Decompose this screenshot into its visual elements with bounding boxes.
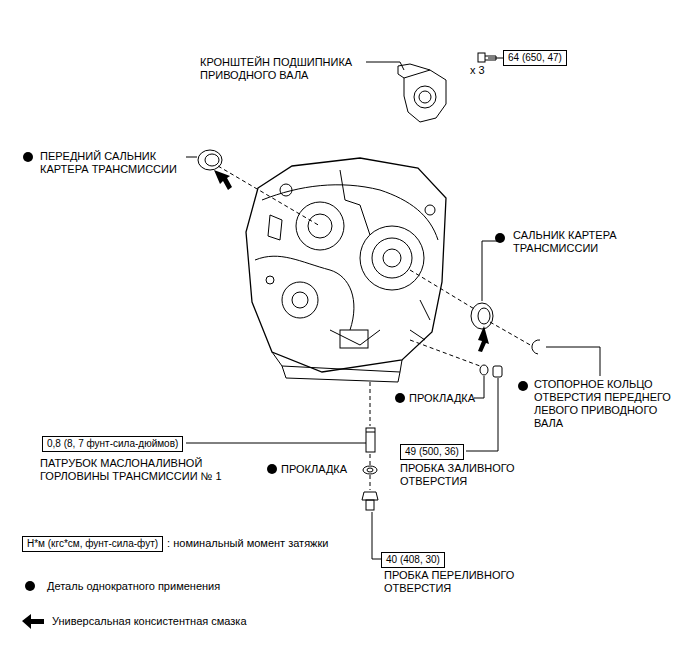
- legend-text: Универсальная консистентная смазка: [52, 615, 247, 628]
- part-name: ПРОБКА ПЕРЕЛИВНОГО ОТВЕРСТИЯ: [384, 569, 534, 595]
- part-name: ПАТРУБОК МАСЛОНАЛИВНОЙ ГОРЛОВИНЫ ТРАНСМИ…: [40, 457, 235, 483]
- torque-box: 40 (408, 30): [381, 552, 445, 568]
- part-name: ПРОКЛАДКА: [281, 463, 347, 476]
- part-name: КРОНШТЕЙН ПОДШИПНИКА ПРИВОДНОГО ВАЛА: [200, 56, 360, 82]
- torque-value: 49 (500, 36): [405, 446, 459, 457]
- torque-value: 0,8 (8, 7 фунт-сила-дюймов): [47, 438, 178, 449]
- legend-text: Деталь однократного применения: [47, 580, 220, 593]
- torque-box: 49 (500, 36): [400, 444, 464, 460]
- torque-box: 64 (650, 47): [503, 50, 567, 66]
- part-name: ПРОКЛАДКА: [409, 392, 475, 405]
- torque-value: 40 (408, 30): [386, 554, 440, 565]
- part-name: САЛЬНИК КАРТЕРА ТРАНСМИССИИ: [513, 229, 633, 255]
- torque-legend-box: Н*м (кгс*см, фунт-сила-фут): [22, 536, 163, 552]
- torque-value: 64 (650, 47): [508, 52, 562, 63]
- part-name: ПРОБКА ЗАЛИВНОГО ОТВЕРСТИЯ: [400, 462, 530, 488]
- quantity-note: x 3: [470, 64, 485, 77]
- part-name: ПЕРЕДНИЙ САЛЬНИК КАРТЕРА ТРАНСМИССИИ: [40, 150, 190, 176]
- legend-text: : номинальный момент затяжки: [167, 537, 328, 550]
- torque-box: 0,8 (8, 7 фунт-сила-дюймов): [42, 436, 183, 452]
- torque-value: Н*м (кгс*см, фунт-сила-фут): [27, 538, 158, 549]
- part-name: СТОПОРНОЕ КОЛЬЦО ОТВЕРСТИЯ ПЕРЕДНЕГО ЛЕВ…: [534, 378, 674, 430]
